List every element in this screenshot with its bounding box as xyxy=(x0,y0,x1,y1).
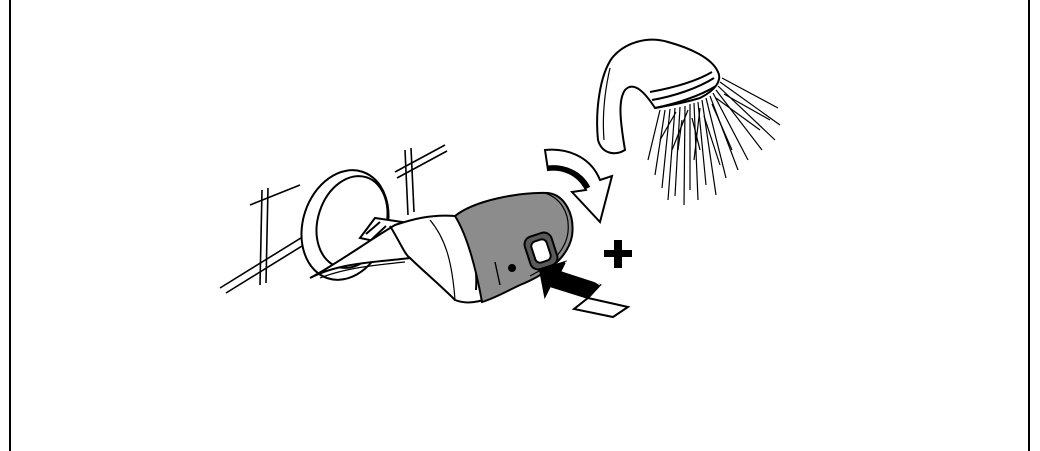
push-arrow-icon xyxy=(540,262,628,317)
plus-icon xyxy=(604,240,632,268)
